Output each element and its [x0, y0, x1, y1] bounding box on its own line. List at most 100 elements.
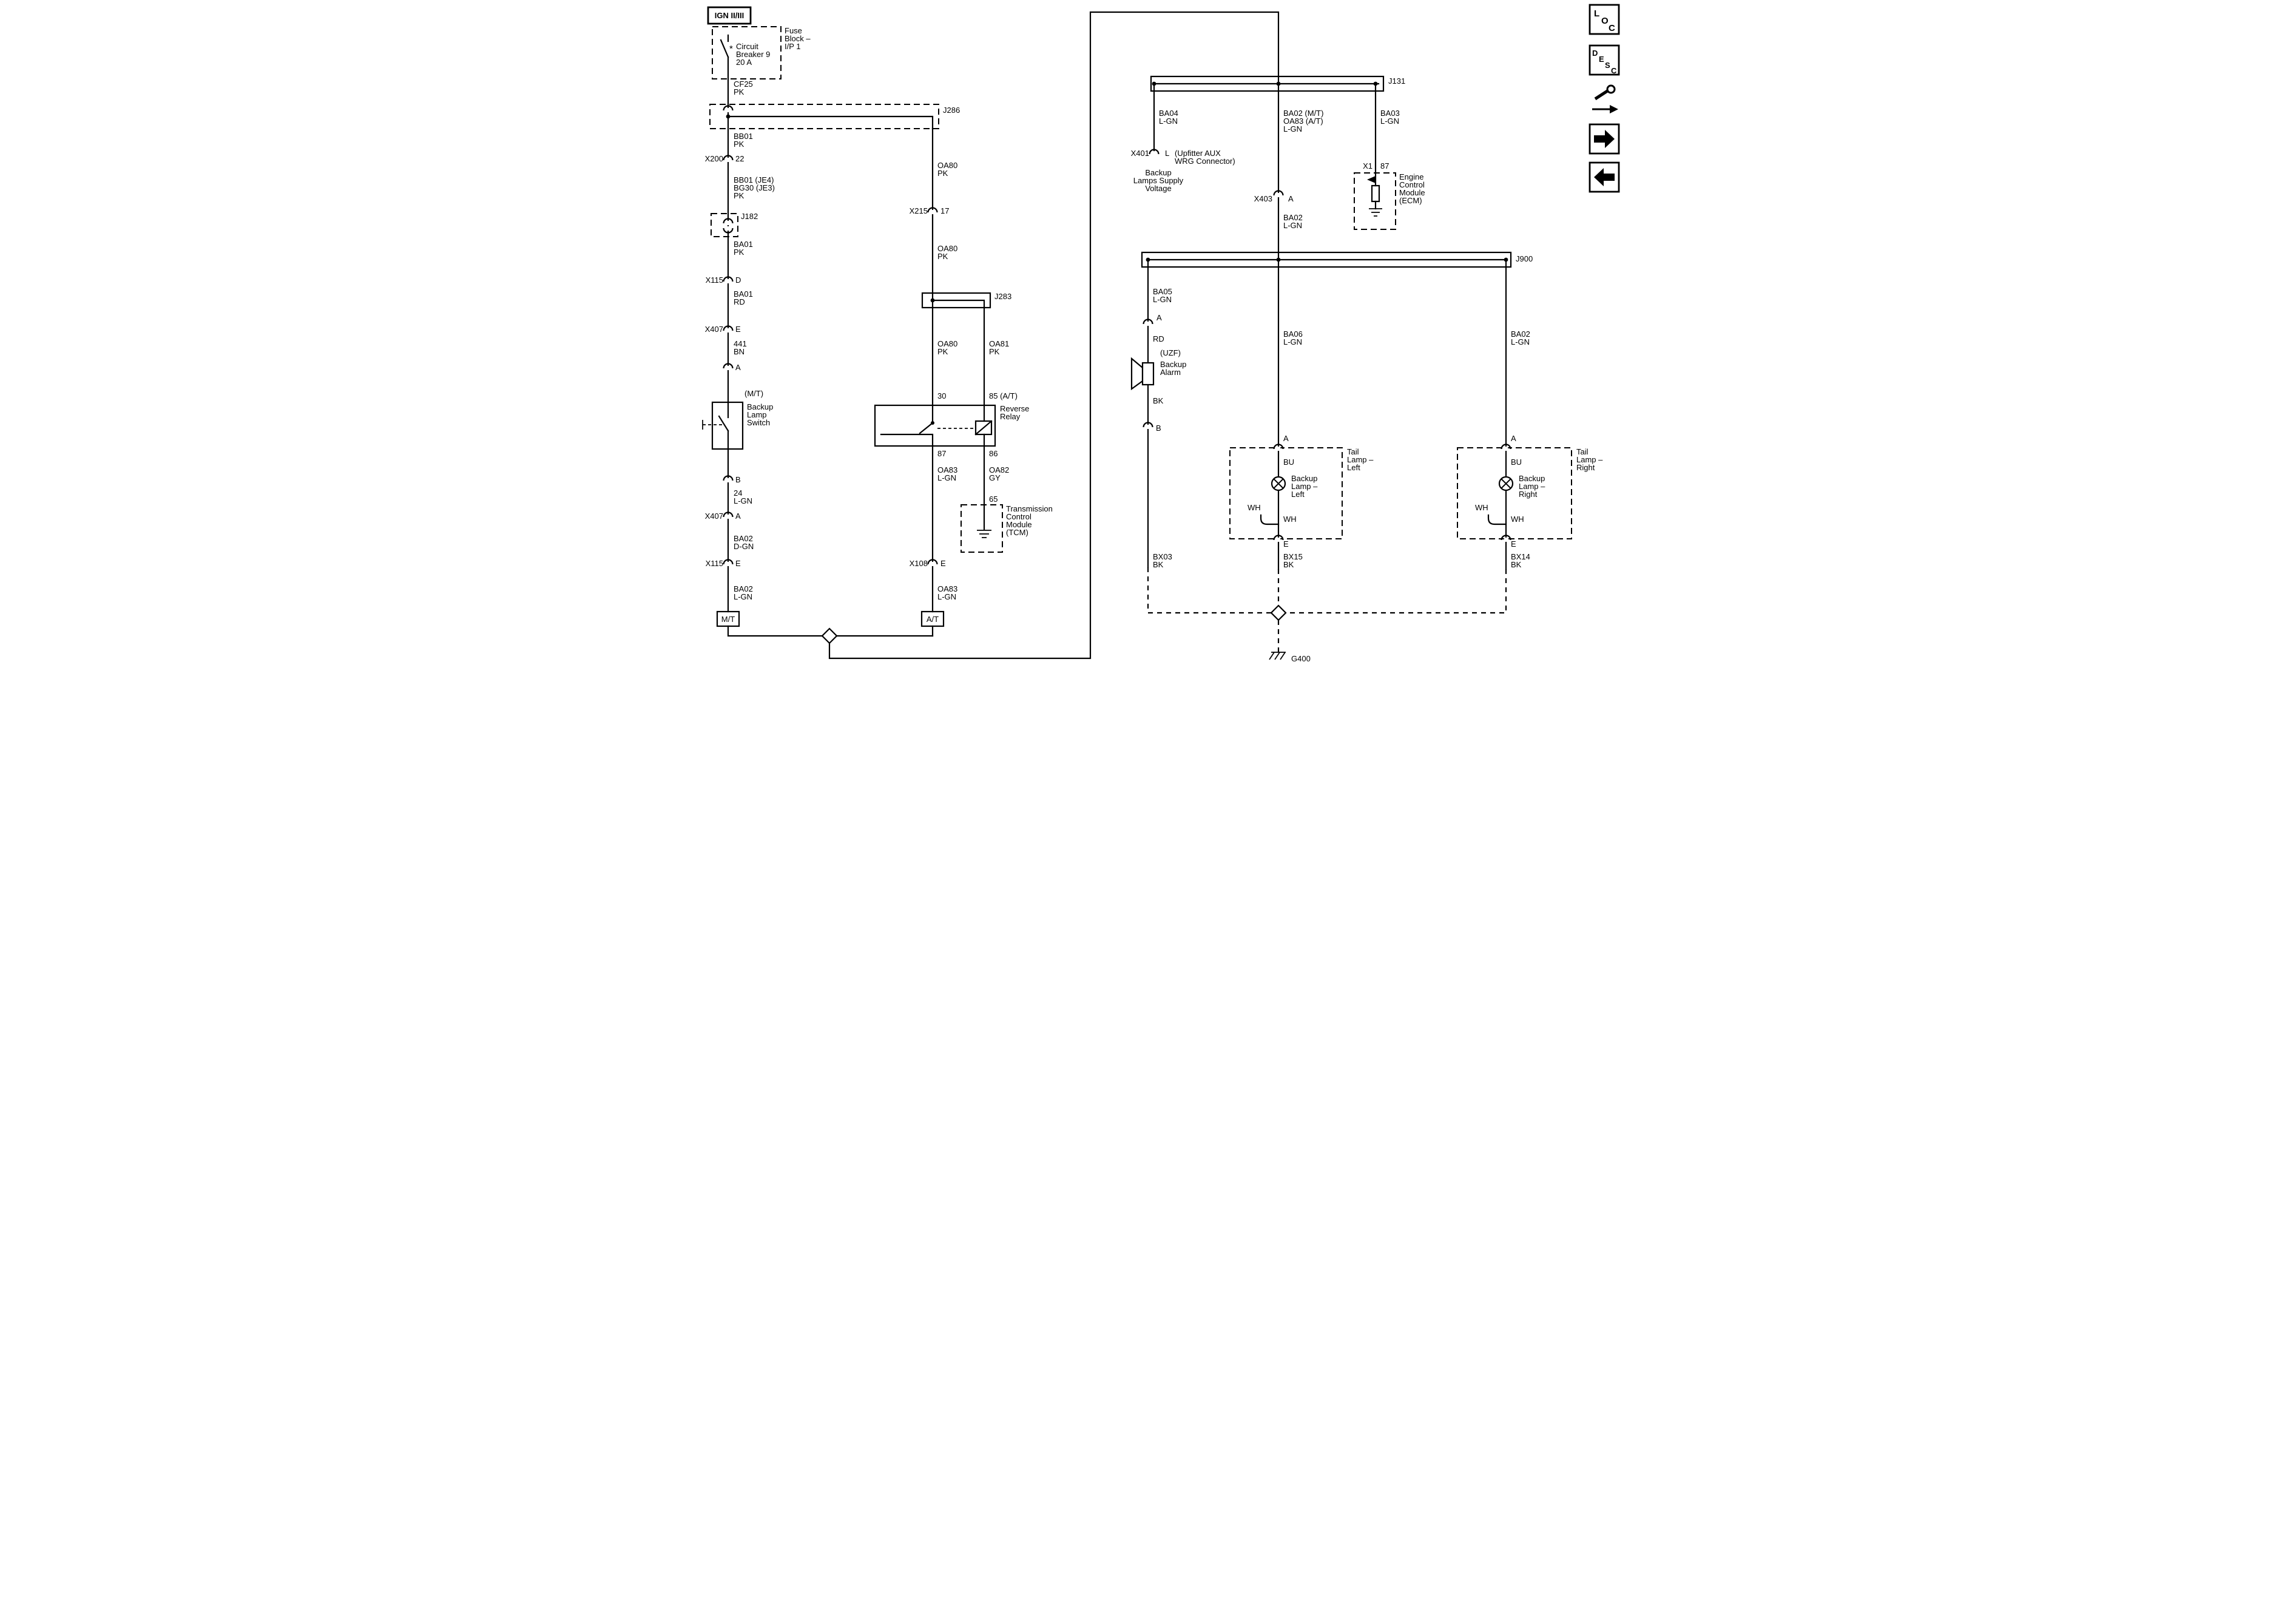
mt-terminal-label: M/T [721, 615, 735, 624]
splice-label-j182: J182 [741, 212, 758, 221]
service-manual-page: L O C D E S C IGN II/III Fuse Bloc [675, 0, 1621, 667]
backup-lamp-switch-box [711, 401, 744, 450]
left-branch-labels: IGN II/III Fuse Block – I/P 1 * Circuit … [705, 11, 961, 624]
wire-label-ba04: BA04 [1159, 109, 1178, 118]
backup-lamp-left-label: Backup [1291, 474, 1317, 483]
tcm-label: Transmission [1006, 504, 1053, 513]
back-button[interactable] [1589, 161, 1620, 193]
pin-label-a: A [735, 511, 741, 521]
supply-voltage-label: Backup [1145, 168, 1171, 177]
ecm-box [1354, 172, 1396, 230]
connector-label-x401: X401 [1131, 149, 1149, 158]
wire-label-oa83: OA83 [937, 465, 957, 474]
wire-color-wh: WH [1511, 515, 1524, 524]
pin-label-e: E [1283, 539, 1289, 549]
wire-color-lgn: L-GN [1511, 337, 1530, 346]
desc-letter: C [1611, 66, 1617, 75]
wire-color-lgn: L-GN [937, 592, 956, 601]
splice-diamond-left [821, 627, 838, 644]
pin-label-a: A [1156, 313, 1162, 322]
wire-color-pk: PK [937, 169, 948, 178]
relay-pin-85: 85 (A/T) [989, 391, 1018, 400]
pin-label-a: A [1511, 434, 1516, 443]
wire-label-oa81: OA81 [989, 339, 1009, 348]
connector-label-x115: X115 [706, 559, 723, 568]
wire-label-oa80: OA80 [937, 339, 957, 348]
wire-color-lgn: L-GN [1153, 295, 1172, 304]
tail-lamp-left-label: Lamp – [1347, 455, 1374, 464]
junction-dots [726, 81, 1508, 425]
wire-color-lgn: L-GN [1283, 337, 1302, 346]
wire-label-ba01: BA01 [734, 240, 753, 249]
wire-label-oa83: OA83 [937, 584, 957, 593]
pin-label-e: E [735, 559, 741, 568]
pin-label-e: E [940, 559, 946, 568]
connector-label-x215: X215 [910, 206, 928, 215]
connector-label-x403: X403 [1254, 194, 1272, 203]
wire-color-bu: BU [1283, 457, 1294, 467]
connector-label-j283: J283 [994, 292, 1011, 301]
wire-label-bx03: BX03 [1153, 552, 1172, 561]
j900-bus-box [1141, 251, 1512, 268]
tail-lamp-left-box [1229, 447, 1343, 539]
tail-lamp-left-label: Tail [1347, 447, 1359, 456]
ecm-label: Module [1399, 188, 1425, 197]
fuse-block-label: I/P 1 [785, 42, 801, 51]
supply-voltage-label: Lamps Supply [1133, 176, 1184, 185]
connector-label-j900: J900 [1516, 254, 1533, 263]
wire-color-wh: WH [1475, 503, 1488, 512]
wire-color-wh: WH [1248, 503, 1261, 512]
breaker-label: Circuit [736, 42, 758, 51]
switch-label: Backup [747, 402, 773, 411]
j283-bus-box [921, 292, 991, 309]
pin-label-d: D [735, 275, 741, 285]
loc-button[interactable]: L O C [1589, 4, 1620, 35]
upfitter-note: (Upfitter AUX [1175, 149, 1221, 158]
uzf-note: (UZF) [1160, 348, 1181, 357]
forward-button[interactable] [1589, 123, 1620, 155]
tcm-label: Control [1006, 512, 1032, 521]
wire-color-bu: BU [1511, 457, 1522, 467]
connector-label-j131: J131 [1388, 76, 1405, 86]
wire-color-lgn: L-GN [734, 592, 752, 601]
pin-label-l: L [1165, 149, 1169, 158]
wire-label-ba02: BA02 [1283, 213, 1303, 222]
right-arrow-icon [1594, 130, 1615, 148]
wire-color-lgn: L-GN [937, 473, 956, 482]
center-branch-labels: OA80 PK X215 17 OA80 PK J283 OA80 PK OA8… [910, 161, 1053, 624]
ground-label-g400: G400 [1291, 654, 1311, 663]
wire-label-bx14: BX14 [1511, 552, 1530, 561]
wire-label-bg30-je3: BG30 (JE3) [734, 183, 775, 192]
wire-color-cf25: PK [734, 87, 745, 96]
tail-lamp-right-label: Lamp – [1576, 455, 1603, 464]
fuse-block-label: Block – [785, 34, 811, 43]
wire-label-ba05: BA05 [1153, 287, 1172, 296]
wiring-repair-icon[interactable] [1592, 84, 1618, 113]
wire-label-ba02: BA02 [734, 584, 753, 593]
ecm-driver-resistor [1371, 184, 1380, 203]
backup-alarm-label: Backup [1160, 360, 1186, 369]
backup-lamp-right-icon [1498, 476, 1514, 491]
wire-color-pk: PK [734, 191, 745, 200]
desc-button[interactable]: D E S C [1589, 44, 1620, 76]
wire-label-441: 441 [734, 339, 747, 348]
at-terminal-label: A/T [927, 615, 939, 624]
wire-color-bk: BK [1153, 396, 1164, 405]
pin-label-a: A [735, 363, 741, 372]
wire-color-lgn: L-GN [1283, 221, 1302, 230]
ecm-label: (ECM) [1399, 196, 1422, 205]
wire-color-lgn: L-GN [734, 496, 752, 505]
pin-label-87: 87 [1380, 161, 1389, 170]
loc-letter: L [1594, 8, 1599, 19]
desc-letter: D [1592, 49, 1598, 58]
fuse-block-box [712, 26, 782, 79]
wire-color-pk: PK [734, 248, 745, 257]
desc-letter: E [1599, 55, 1604, 64]
component-outlines [707, 6, 1572, 644]
breaker-asterisk: * [729, 44, 733, 54]
backup-alarm-label: Alarm [1160, 368, 1181, 377]
wire-label-oa80: OA80 [937, 161, 957, 170]
wire-color-wh: WH [1283, 515, 1297, 524]
ign-label: IGN II/III [715, 11, 744, 20]
relay-pin-87: 87 [937, 449, 946, 458]
